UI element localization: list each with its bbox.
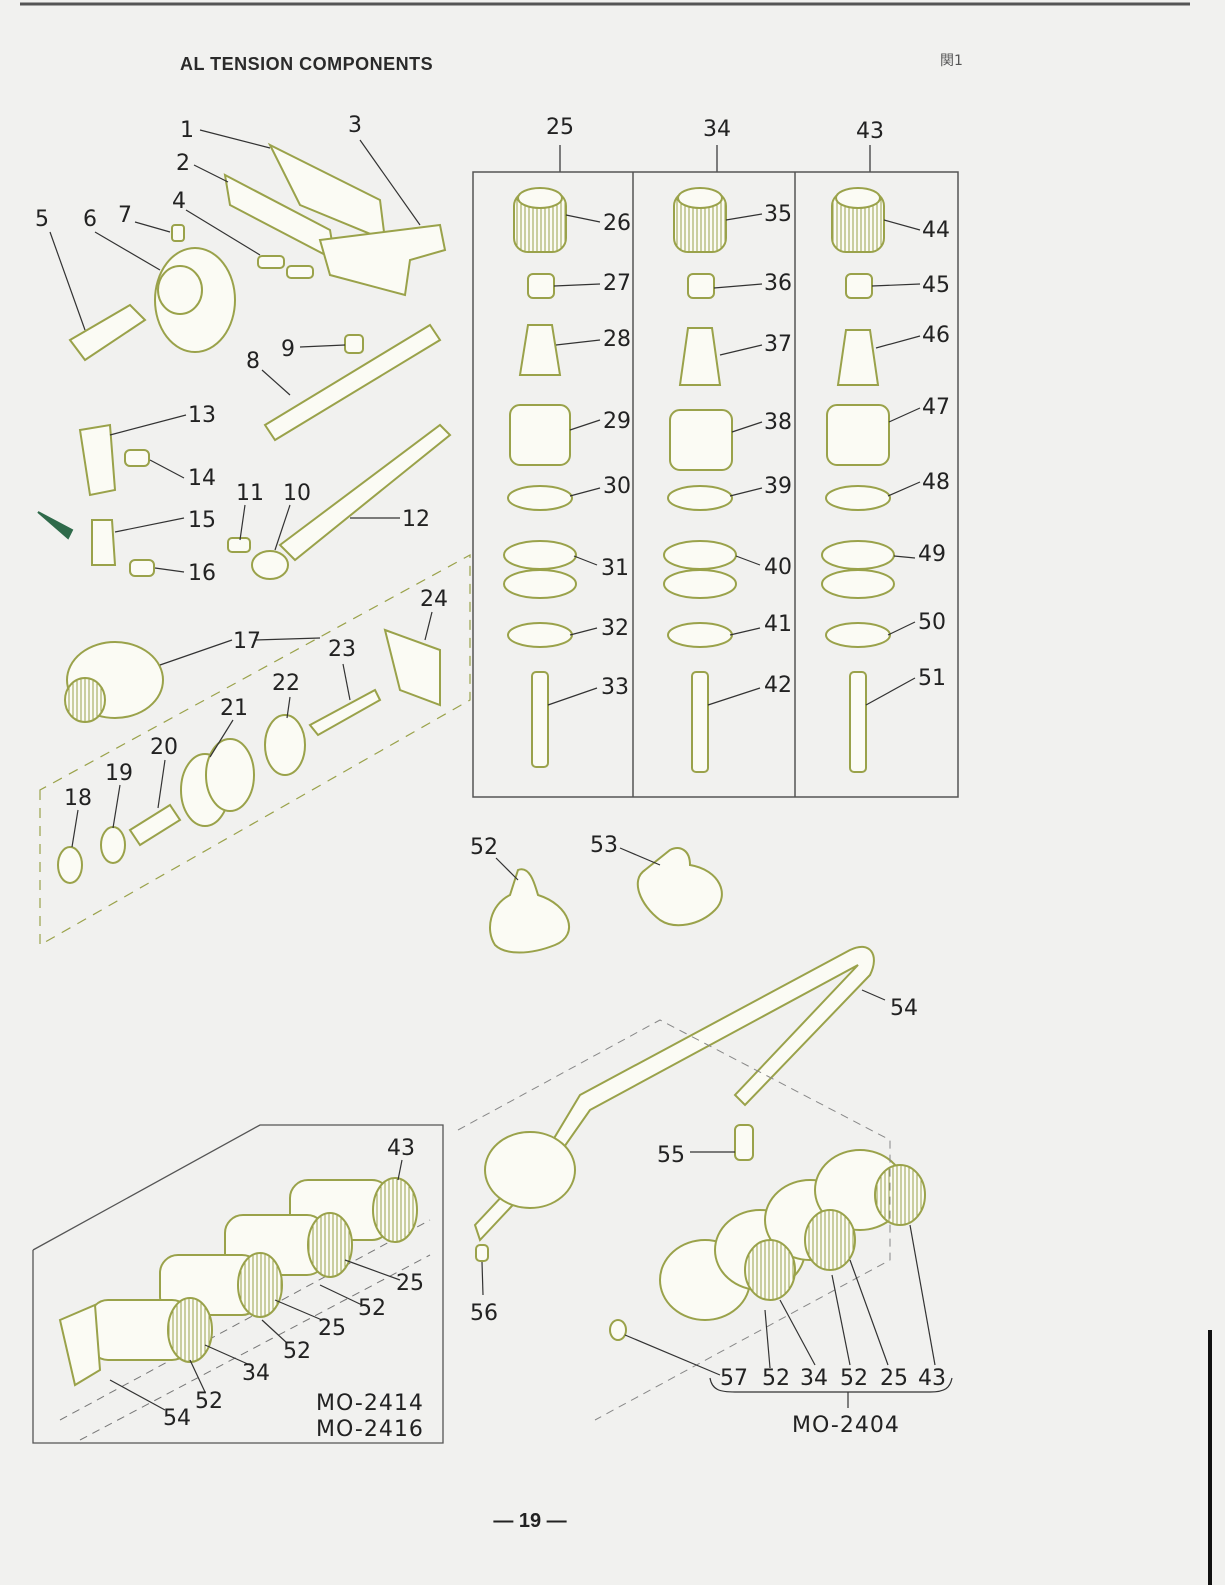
part-label: 50 <box>918 610 946 635</box>
part-label: 31 <box>601 556 629 581</box>
part-label: 1 <box>180 118 194 143</box>
column-head-label: 25 <box>546 115 574 140</box>
part-label: 34 <box>800 1366 828 1391</box>
part-label: 5 <box>35 207 49 232</box>
part-label: 46 <box>922 323 950 348</box>
part-label: 27 <box>603 271 631 296</box>
part-label: 36 <box>764 271 792 296</box>
part-label: 3 <box>348 113 362 138</box>
part-label: 18 <box>64 786 92 811</box>
part-label: 51 <box>918 666 946 691</box>
part-label: 2 <box>176 151 190 176</box>
model-label-mo-2404: MO-2404 <box>792 1413 900 1438</box>
part-label: 56 <box>470 1301 498 1326</box>
part-label: 35 <box>764 202 792 227</box>
part-label: 54 <box>890 996 918 1021</box>
part-label: 17 <box>233 629 261 654</box>
part-label: 15 <box>188 508 216 533</box>
model-label-mo-2416: MO-2416 <box>316 1417 424 1442</box>
part-label: 12 <box>402 507 430 532</box>
part-label: 49 <box>918 542 946 567</box>
part-label: 10 <box>283 481 311 506</box>
part-label: 52 <box>283 1339 311 1364</box>
part-label: 52 <box>470 835 498 860</box>
part-label: 42 <box>764 673 792 698</box>
column-head-label: 34 <box>703 117 731 142</box>
bottom-right-assembly <box>458 947 925 1420</box>
part-label: 26 <box>603 211 631 236</box>
part-label: 52 <box>358 1296 386 1321</box>
part-label: 34 <box>242 1361 270 1386</box>
part-label: 20 <box>150 735 178 760</box>
part-label: 43 <box>918 1366 946 1391</box>
part-label: 21 <box>220 696 248 721</box>
part-label: 52 <box>762 1366 790 1391</box>
model-label-mo-2414: MO-2414 <box>316 1391 424 1416</box>
part-label: 32 <box>601 616 629 641</box>
part-label: 6 <box>83 207 97 232</box>
part-label: 40 <box>764 555 792 580</box>
part-label: 54 <box>163 1406 191 1431</box>
part-label: 7 <box>118 203 132 228</box>
part-label: 25 <box>880 1366 908 1391</box>
part-label: 14 <box>188 466 216 491</box>
part-label: 11 <box>236 481 264 506</box>
part-label: 23 <box>328 637 356 662</box>
part-label: 52 <box>840 1366 868 1391</box>
part-label: 48 <box>922 470 950 495</box>
part-label: 25 <box>318 1316 346 1341</box>
part-label: 29 <box>603 409 631 434</box>
part-label: 57 <box>720 1366 748 1391</box>
part-label: 44 <box>922 218 950 243</box>
part-label: 43 <box>387 1136 415 1161</box>
column-parts <box>504 188 894 772</box>
column-head-label: 43 <box>856 119 884 144</box>
part-label: 9 <box>281 337 295 362</box>
part-label: 47 <box>922 395 950 420</box>
part-label: 8 <box>246 349 260 374</box>
part-label: 53 <box>590 833 618 858</box>
part-label: 25 <box>396 1271 424 1296</box>
part-label: 19 <box>105 761 133 786</box>
part-label: 37 <box>764 332 792 357</box>
part-label: 22 <box>272 671 300 696</box>
part-label: 33 <box>601 675 629 700</box>
page-number: — 19 — <box>0 1510 1060 1533</box>
part-label: 28 <box>603 327 631 352</box>
part-label: 39 <box>764 474 792 499</box>
part-label: 38 <box>764 410 792 435</box>
part-label: 13 <box>188 403 216 428</box>
labels-brackets: 52 53 <box>470 833 618 860</box>
part-label: 55 <box>657 1143 685 1168</box>
labels-columns: 25 34 43 26 27 28 29 30 31 32 33 35 36 3… <box>546 115 950 700</box>
part-label: 41 <box>764 612 792 637</box>
part-label: 30 <box>603 474 631 499</box>
part-label: 52 <box>195 1389 223 1414</box>
part-label: 16 <box>188 561 216 586</box>
bottom-left-assembly <box>60 1178 417 1385</box>
brackets <box>490 848 722 952</box>
part-label: 24 <box>420 587 448 612</box>
part-label: 4 <box>172 189 186 214</box>
top-left-assembly <box>38 145 470 945</box>
part-label: 45 <box>922 273 950 298</box>
